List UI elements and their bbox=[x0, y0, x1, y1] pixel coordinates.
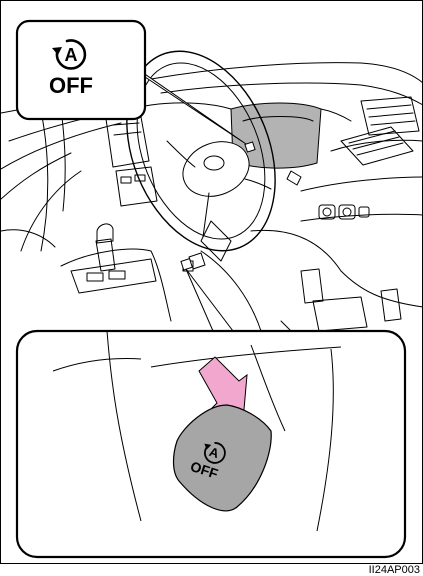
bottom-callout: A OFF bbox=[17, 269, 405, 557]
dashboard-illustration: A OFF A OFF bbox=[1, 1, 423, 565]
icon-label: OFF bbox=[49, 73, 93, 98]
icon-glyph: A bbox=[65, 45, 78, 65]
figure-frame: A OFF A OFF bbox=[0, 0, 423, 564]
top-callout: A OFF bbox=[17, 21, 246, 144]
figure-code: II24AP003 bbox=[369, 564, 420, 576]
switch-marker-dash bbox=[245, 142, 255, 152]
